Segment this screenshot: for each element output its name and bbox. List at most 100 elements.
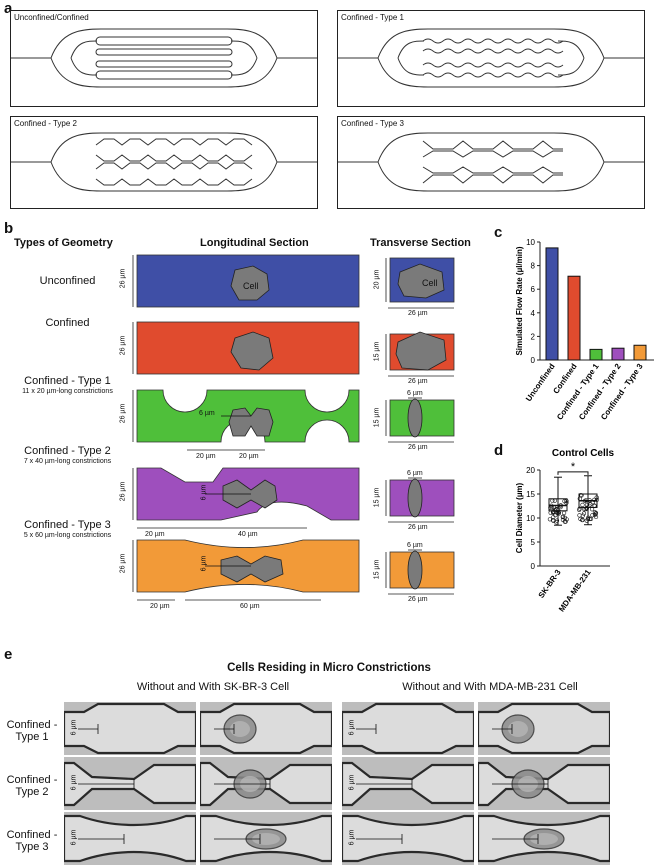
- d-point: [560, 514, 565, 520]
- trans-height-3: 15 µm: [373, 487, 381, 508]
- panel-a-box-4: Confined - Type 3: [337, 116, 645, 209]
- d-point: [562, 515, 568, 520]
- chip-type3-svg: [338, 132, 644, 192]
- d-point: [579, 493, 584, 498]
- micro-scale-r1-c1: 6 µm: [70, 719, 78, 736]
- panel-a-label: a: [4, 0, 13, 17]
- d-point: [548, 510, 553, 515]
- d-ytick-label: 10: [526, 514, 535, 523]
- d-point: [580, 517, 585, 523]
- d-xtick-label-1: MDA-MB-231: [557, 568, 593, 614]
- d-point: [582, 507, 587, 512]
- long-height-3: 26 µm: [119, 481, 127, 502]
- d-point: [558, 503, 563, 508]
- micrograph-r2-c2: [200, 757, 332, 810]
- d-point: [554, 510, 560, 515]
- micrograph-r3-c1: [64, 812, 196, 865]
- long-gap-3: 6 µm: [200, 484, 208, 501]
- d-point: [550, 498, 555, 503]
- panel-a-title-2: Confined - Type 1: [341, 13, 405, 22]
- panel-a-box-3: Confined - Type 2: [10, 116, 318, 209]
- d-point: [584, 502, 590, 507]
- d-point: [549, 505, 554, 510]
- c-bar-1: [567, 275, 581, 361]
- micrograph-r1-c1: [64, 702, 196, 755]
- header-transverse: Transverse Section: [370, 237, 471, 249]
- d-point: [580, 502, 585, 507]
- d-point: [590, 513, 595, 518]
- row-label-confined: Confined: [45, 317, 90, 329]
- long-len-b-2: 20 µm: [239, 453, 259, 460]
- long-len-b-3: 40 µm: [238, 531, 258, 538]
- c-ytick-label: 2: [531, 332, 536, 341]
- d-point: [552, 498, 557, 503]
- panel-a-title-1: Unconfined/Confined: [14, 13, 89, 22]
- panel-e-title: Cells Residing in Micro Constrictions: [227, 662, 431, 674]
- d-point: [551, 515, 556, 520]
- d-point: [592, 497, 597, 502]
- chip-type2-svg: [11, 132, 317, 192]
- chip-type1-svg: [338, 28, 644, 88]
- d-point: [581, 511, 587, 516]
- d-ytick-label: 15: [526, 490, 535, 499]
- d-point: [577, 507, 582, 512]
- e-row-label-2: Confined - Type 2: [6, 774, 58, 798]
- trans-height-4: 15 µm: [373, 559, 381, 580]
- d-point: [563, 519, 568, 524]
- d-point: [550, 518, 556, 523]
- d-point: [590, 499, 596, 505]
- c-ytick-label: 10: [526, 238, 535, 247]
- micrograph-r1-c2: [200, 702, 332, 755]
- row-sub-type3: 5 x 60 µm-long constrictions: [23, 532, 112, 539]
- longitudinal-sections-svg: [132, 254, 360, 601]
- e-row-label-1: Confined - Type 1: [6, 719, 58, 743]
- micro-scale-r2-c3: 6 µm: [348, 774, 356, 791]
- panel-d-label: d: [494, 442, 504, 459]
- d-ytick-label: 20: [526, 466, 535, 475]
- d-sig-star: *: [571, 461, 576, 473]
- d-ytick-label: 0: [531, 562, 536, 571]
- d-title: Control Cells: [552, 448, 615, 459]
- d-point: [592, 503, 597, 509]
- d-ylabel: Cell Diameter (µm): [515, 482, 524, 553]
- trans-width-1: 26 µm: [408, 378, 428, 385]
- d-point: [583, 498, 589, 503]
- trans-width-2: 26 µm: [408, 444, 428, 451]
- long-height-2: 26 µm: [119, 403, 127, 424]
- long-height-4: 26 µm: [119, 553, 127, 574]
- d-point: [592, 510, 598, 515]
- transverse-sections-svg: [385, 257, 455, 595]
- long-confined: [132, 321, 360, 375]
- d-point: [564, 498, 569, 504]
- e-row-label-3: Confined - Type 3: [6, 829, 58, 853]
- d-point: [593, 514, 599, 520]
- panel-e-label: e: [4, 646, 13, 663]
- row-sub-type1: 11 x 20 µm-long constrictions: [22, 388, 113, 395]
- c-ylabel: Simulated Flow Rate (µl/min): [515, 246, 524, 355]
- long-len-a-2: 20 µm: [196, 453, 216, 460]
- trans-top-3: 6 µm: [407, 470, 423, 477]
- row-label-unconfined: Unconfined: [39, 275, 96, 287]
- long-height-0: 26 µm: [119, 268, 127, 289]
- micro-scale-r1-c3: 6 µm: [348, 719, 356, 736]
- trans-width-0: 26 µm: [408, 310, 428, 317]
- d-point: [594, 497, 600, 502]
- micrograph-r3-c3: [342, 812, 474, 865]
- panel-a-box-1: Unconfined/Confined: [10, 10, 318, 107]
- micrograph-r3-c4: [478, 812, 610, 865]
- micro-scale-r3-c3: 6 µm: [348, 829, 356, 846]
- micrograph-r2-c4: [478, 757, 610, 810]
- panel-e-left-heading: Without and With SK-BR-3 Cell: [136, 681, 290, 693]
- long-cell-label: Cell: [243, 281, 259, 291]
- chip-unconfined-svg: [11, 28, 317, 88]
- d-point: [578, 516, 583, 522]
- panel-a-box-2: Confined - Type 1: [337, 10, 645, 107]
- d-point: [549, 503, 554, 508]
- c-bar-3: [611, 347, 625, 361]
- c-ytick-label: 0: [531, 356, 536, 365]
- d-ytick-label: 5: [531, 538, 536, 547]
- long-unconfined: [132, 254, 360, 308]
- trans-top-2: 6 µm: [407, 390, 423, 397]
